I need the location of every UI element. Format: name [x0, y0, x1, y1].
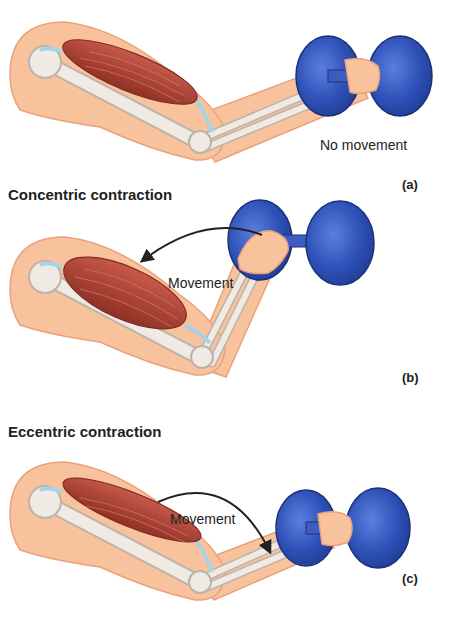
- tendon: [196, 100, 212, 132]
- upper-arm-skin: [10, 237, 225, 375]
- tendon: [40, 263, 62, 267]
- elbow-joint: [189, 131, 211, 153]
- dumbbell-weight: [228, 200, 292, 280]
- state-note: No movement: [320, 138, 407, 153]
- movement-arrow: [158, 493, 270, 552]
- arrow-label: Movement: [170, 512, 235, 527]
- upper-arm-skin: [10, 462, 225, 600]
- panel-letter: (a): [402, 178, 418, 192]
- movement-arrow: [142, 228, 262, 261]
- biceps-muscle: [54, 242, 196, 343]
- muscle-fibres: [75, 269, 178, 327]
- dumbbell-weight: [346, 488, 410, 568]
- humerus-head: [29, 486, 61, 518]
- hand: [238, 231, 288, 274]
- panel-letter: (c): [402, 572, 418, 586]
- arrow-label: Movement: [168, 276, 233, 291]
- tendon: [185, 325, 210, 343]
- panel-letter: (b): [402, 371, 419, 385]
- arm-panel-a: [10, 22, 432, 162]
- elbow-joint: [191, 346, 213, 368]
- hand: [318, 512, 352, 546]
- biceps-muscle: [57, 467, 207, 554]
- hand: [345, 58, 380, 93]
- arm-panel-c: [10, 462, 410, 600]
- elbow-joint: [189, 571, 211, 593]
- humerus-head: [29, 46, 61, 78]
- section-heading: Eccentric contraction: [8, 424, 161, 441]
- tendon: [196, 540, 212, 572]
- biceps-muscle: [56, 27, 204, 116]
- tendon: [40, 48, 62, 52]
- section-heading: Concentric contraction: [8, 187, 172, 204]
- upper-arm-skin: [10, 22, 225, 160]
- arm-panel-b: [10, 200, 374, 377]
- muscle-fibres: [80, 52, 185, 102]
- humerus-head: [29, 261, 61, 293]
- dumbbell-weight: [306, 201, 374, 285]
- tendon: [40, 488, 62, 492]
